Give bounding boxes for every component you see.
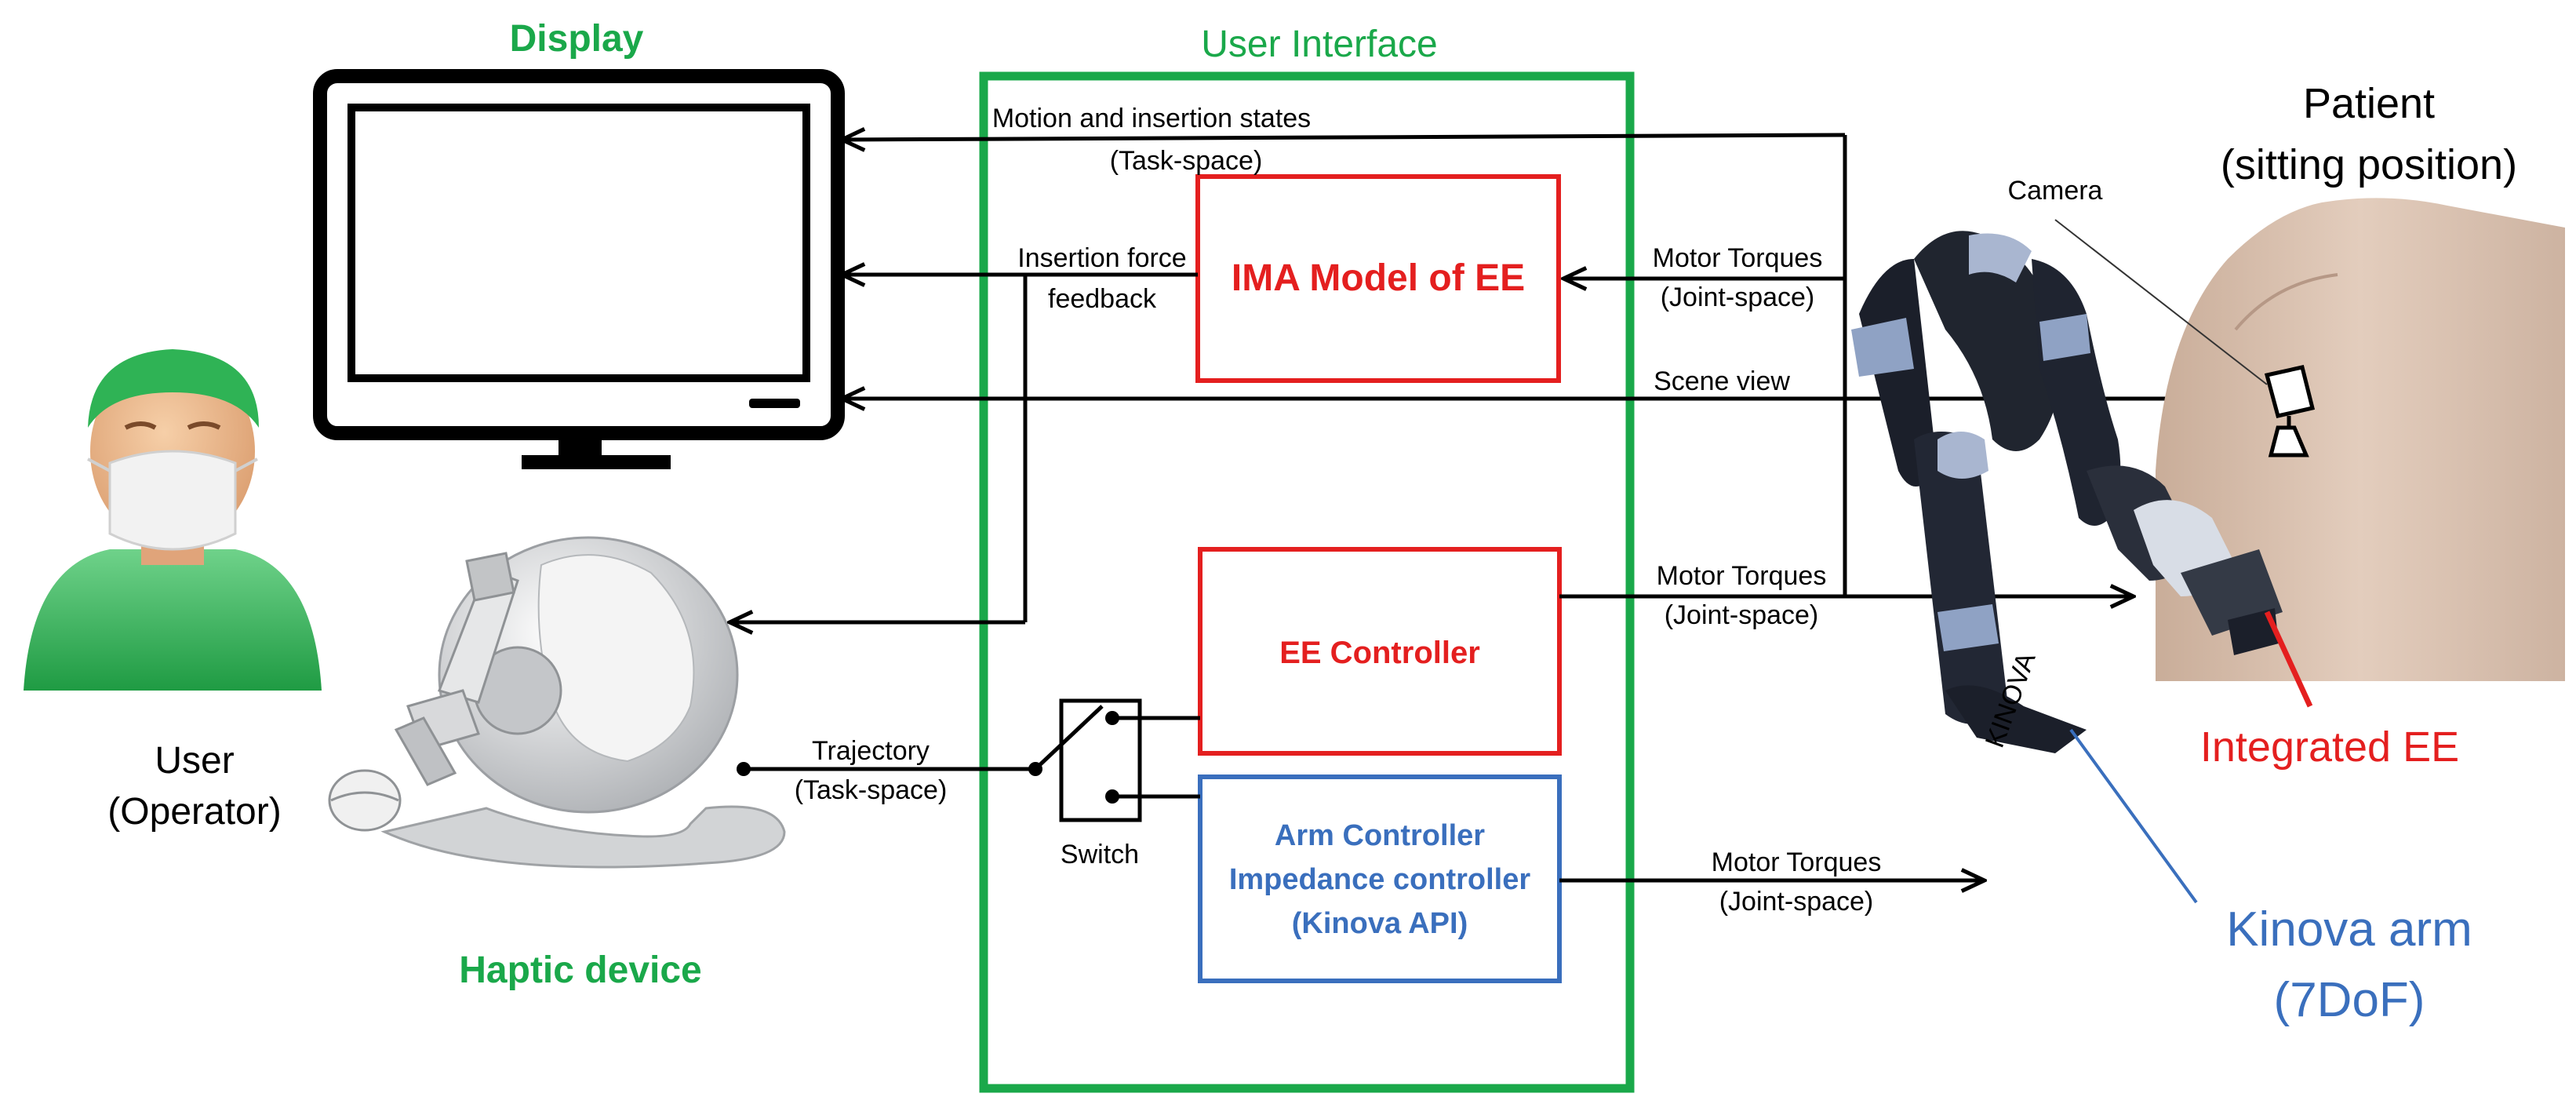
- trajectory-label-line1: Trajectory: [812, 736, 930, 766]
- motor-torques-top-line1: Motor Torques: [1653, 243, 1823, 273]
- ima-model-block: [1195, 174, 1561, 383]
- arm-controller-label-line1: Arm Controller: [1275, 819, 1485, 852]
- user-operator-icon: [24, 349, 322, 691]
- motion-states-label-line2: (Task-space): [1110, 146, 1263, 176]
- kinova-arm-label-line2: (7DoF): [2274, 973, 2425, 1027]
- insertion-force-label-line2: feedback: [1048, 284, 1157, 314]
- switch-box: [1059, 698, 1142, 822]
- motor-torques-mid-line2: (Joint-space): [1665, 600, 1819, 630]
- scene-view-label: Scene view: [1654, 366, 1790, 396]
- ee-controller-block: [1198, 547, 1562, 756]
- arm-controller-block: [1198, 775, 1562, 983]
- motion-states-arrow: [843, 135, 1846, 140]
- integrated-ee-label: Integrated EE: [2200, 723, 2459, 771]
- user-label-line1: User: [155, 740, 234, 782]
- camera-leader-line: [2054, 219, 2268, 385]
- user-interface-box: [979, 71, 1635, 1093]
- motion-states-label-line1: Motion and insertion states: [992, 104, 1311, 133]
- kinova-arm-pointer: [2069, 728, 2198, 904]
- kinova-arm-icon: [1851, 231, 2283, 753]
- trajectory-label-line2: (Task-space): [795, 775, 948, 805]
- camera-label: Camera: [2008, 176, 2103, 206]
- integrated-ee-pointer: [2264, 610, 2313, 708]
- haptic-device-icon: [328, 536, 786, 869]
- camera-icon: [2264, 365, 2316, 457]
- arm-controller-label-line3: (Kinova API): [1292, 907, 1468, 940]
- insertion-force-label-line1: Insertion force: [1017, 243, 1186, 273]
- user-label-line2: (Operator): [107, 791, 281, 833]
- monitor-icon: [313, 69, 845, 469]
- motor-torques-bottom-line1: Motor Torques: [1712, 847, 1882, 877]
- switch-blade: [1034, 705, 1104, 771]
- motor-torques-bottom-line2: (Joint-space): [1719, 887, 1874, 917]
- motor-torques-top-line2: (Joint-space): [1661, 282, 1815, 312]
- motor-torques-mid-line1: Motor Torques: [1657, 561, 1827, 591]
- arm-controller-label-line2: Impedance controller: [1229, 863, 1531, 896]
- display-title: Display: [510, 18, 644, 60]
- ima-model-label: IMA Model of EE: [1232, 257, 1525, 299]
- patient-label-line2: (sitting position): [2221, 141, 2517, 188]
- user-interface-title: User Interface: [1201, 24, 1437, 65]
- ee-controller-label: EE Controller: [1279, 636, 1480, 670]
- patient-label-line1: Patient: [2303, 80, 2435, 127]
- switch-label: Switch: [1061, 840, 1139, 869]
- kinova-arm-label-line1: Kinova arm: [2226, 902, 2472, 957]
- haptic-device-title: Haptic device: [459, 949, 701, 991]
